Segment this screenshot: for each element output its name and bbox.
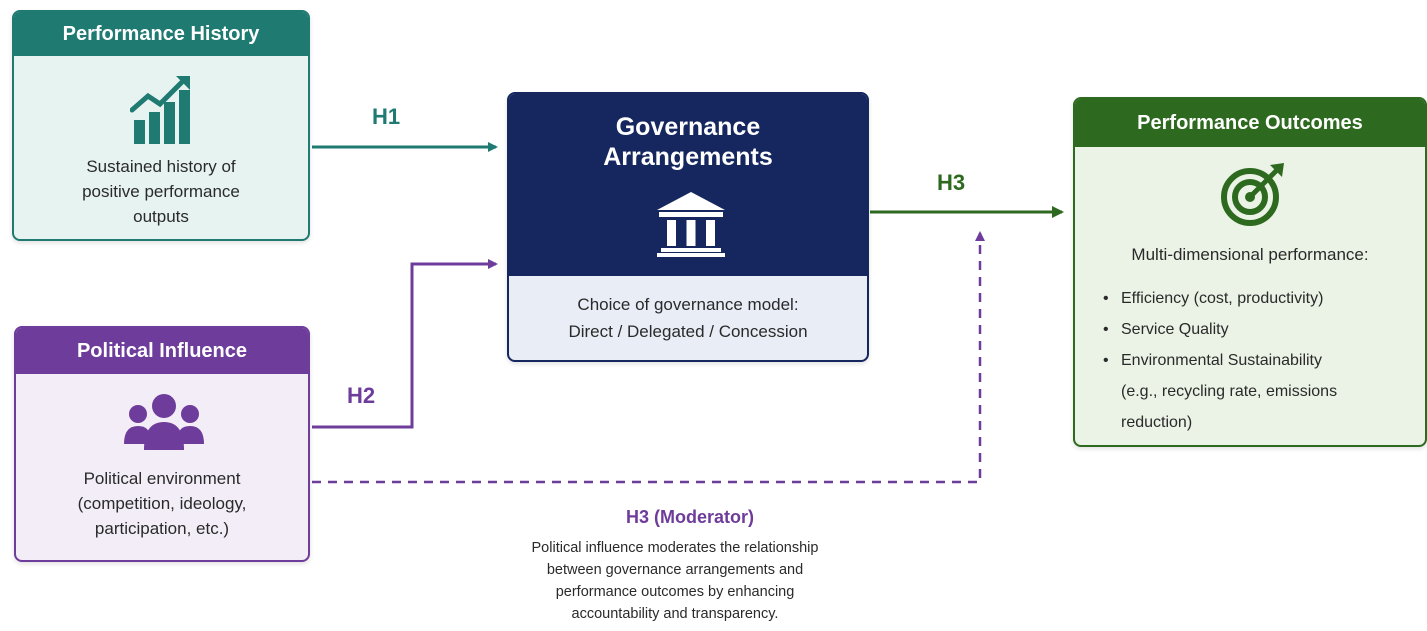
political-influence-card: Political Influence Political environmen… [14, 326, 310, 562]
list-item: Service Quality [1103, 314, 1337, 345]
performance-outcomes-lead: Multi-dimensional performance: [1131, 245, 1369, 264]
governance-title: Governance Arrangements [603, 113, 773, 171]
governance-card: Governance Arrangements Choice of govern… [507, 92, 869, 362]
list-item-continuation: reduction) [1121, 414, 1193, 431]
performance-outcomes-title: Performance Outcomes [1075, 99, 1425, 147]
performance-history-description: Sustained history of positive performanc… [82, 157, 240, 226]
moderator-title: H3 (Moderator) [625, 507, 754, 527]
political-influence-description: Political environment (competition, ideo… [77, 469, 247, 538]
people-group-icon [122, 392, 206, 452]
list-item: Environmental Sustainability [1103, 345, 1337, 376]
performance-history-title: Performance History [14, 12, 308, 56]
institution-building-icon [655, 190, 727, 258]
performance-history-card: Performance History Sustained history of… [12, 10, 310, 241]
h1-label: H1 [372, 104, 401, 129]
moderator-arrow [312, 231, 985, 484]
moderator-description: Political influence moderates the relati… [531, 540, 819, 622]
performance-outcomes-list: Efficiency (cost, productivity) Service … [1103, 283, 1337, 438]
governance-header: Governance Arrangements [509, 94, 867, 276]
h3-label: H3 [937, 170, 966, 195]
list-item: Efficiency (cost, productivity) [1103, 283, 1337, 314]
growth-chart-icon [129, 74, 194, 146]
governance-description: Choice of governance model: Direct / Del… [568, 295, 808, 341]
list-item-continuation: (e.g., recycling rate, emissions [1121, 383, 1338, 400]
target-arrow-icon [1220, 161, 1286, 227]
h2-label: H2 [347, 383, 376, 408]
performance-outcomes-card: Performance Outcomes Multi-dimensional p… [1073, 97, 1427, 447]
h2-arrow [312, 259, 498, 429]
political-influence-title: Political Influence [16, 328, 308, 374]
